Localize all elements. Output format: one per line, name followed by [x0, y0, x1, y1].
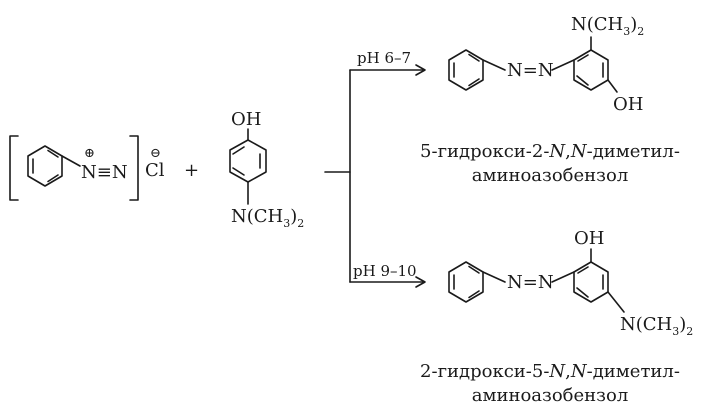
dimethylamino-label: N(CH3)2	[231, 206, 304, 230]
ring-to-n-bond	[61, 155, 81, 167]
hydroxyl-label: OH	[231, 109, 261, 130]
product-upper-name: 5-гидрокси-2-N,N-диметил- аминоазобензол	[400, 140, 700, 188]
negative-charge: ⊖	[150, 146, 161, 161]
hydroxyl-label: OH	[613, 94, 643, 115]
substituted-ring	[573, 261, 609, 303]
condition-upper: pH 6–7	[357, 49, 411, 67]
chloride-label: Cl	[145, 160, 165, 181]
phenol-reagent: OH N(CH3)2	[229, 109, 304, 230]
product-lower-name-line2: аминоазобензол	[471, 385, 629, 406]
right-bracket	[129, 135, 139, 201]
product-upper: N=N N(CH3)2 OH	[448, 14, 644, 115]
positive-charge: ⊕	[84, 146, 95, 161]
product-lower-name: 2-гидрокси-5-N,N-диметил- аминоазобензол	[400, 360, 700, 408]
hydroxyl-label: OH	[574, 228, 604, 249]
product-lower-name-line1: 2-гидрокси-5-N,N-диметил-	[420, 361, 680, 382]
phenyl-ring	[448, 261, 484, 303]
diazonium-group: N≡N	[81, 162, 128, 183]
product-lower: N=N OH N(CH3)2	[448, 228, 693, 338]
condition-lower: pH 9–10	[353, 262, 417, 280]
branching-arrows: pH 6–7 pH 9–10	[324, 49, 426, 288]
diazonium-reagent: ⊕ N≡N Cl ⊖	[9, 135, 165, 201]
benzene-ring	[229, 139, 267, 183]
azo-group: N=N	[507, 272, 554, 293]
dimethylamino-label: N(CH3)2	[620, 314, 693, 338]
dimethylamino-label: N(CH3)2	[571, 14, 644, 38]
plus-sign: +	[184, 160, 199, 181]
benzene-ring	[27, 145, 63, 187]
substituted-ring	[573, 49, 609, 91]
phenyl-ring	[448, 49, 484, 91]
product-upper-name-line2: аминоазобензол	[471, 165, 629, 186]
left-bracket	[9, 135, 19, 201]
product-upper-name-line1: 5-гидрокси-2-N,N-диметил-	[420, 141, 680, 162]
azo-group: N=N	[507, 60, 554, 81]
